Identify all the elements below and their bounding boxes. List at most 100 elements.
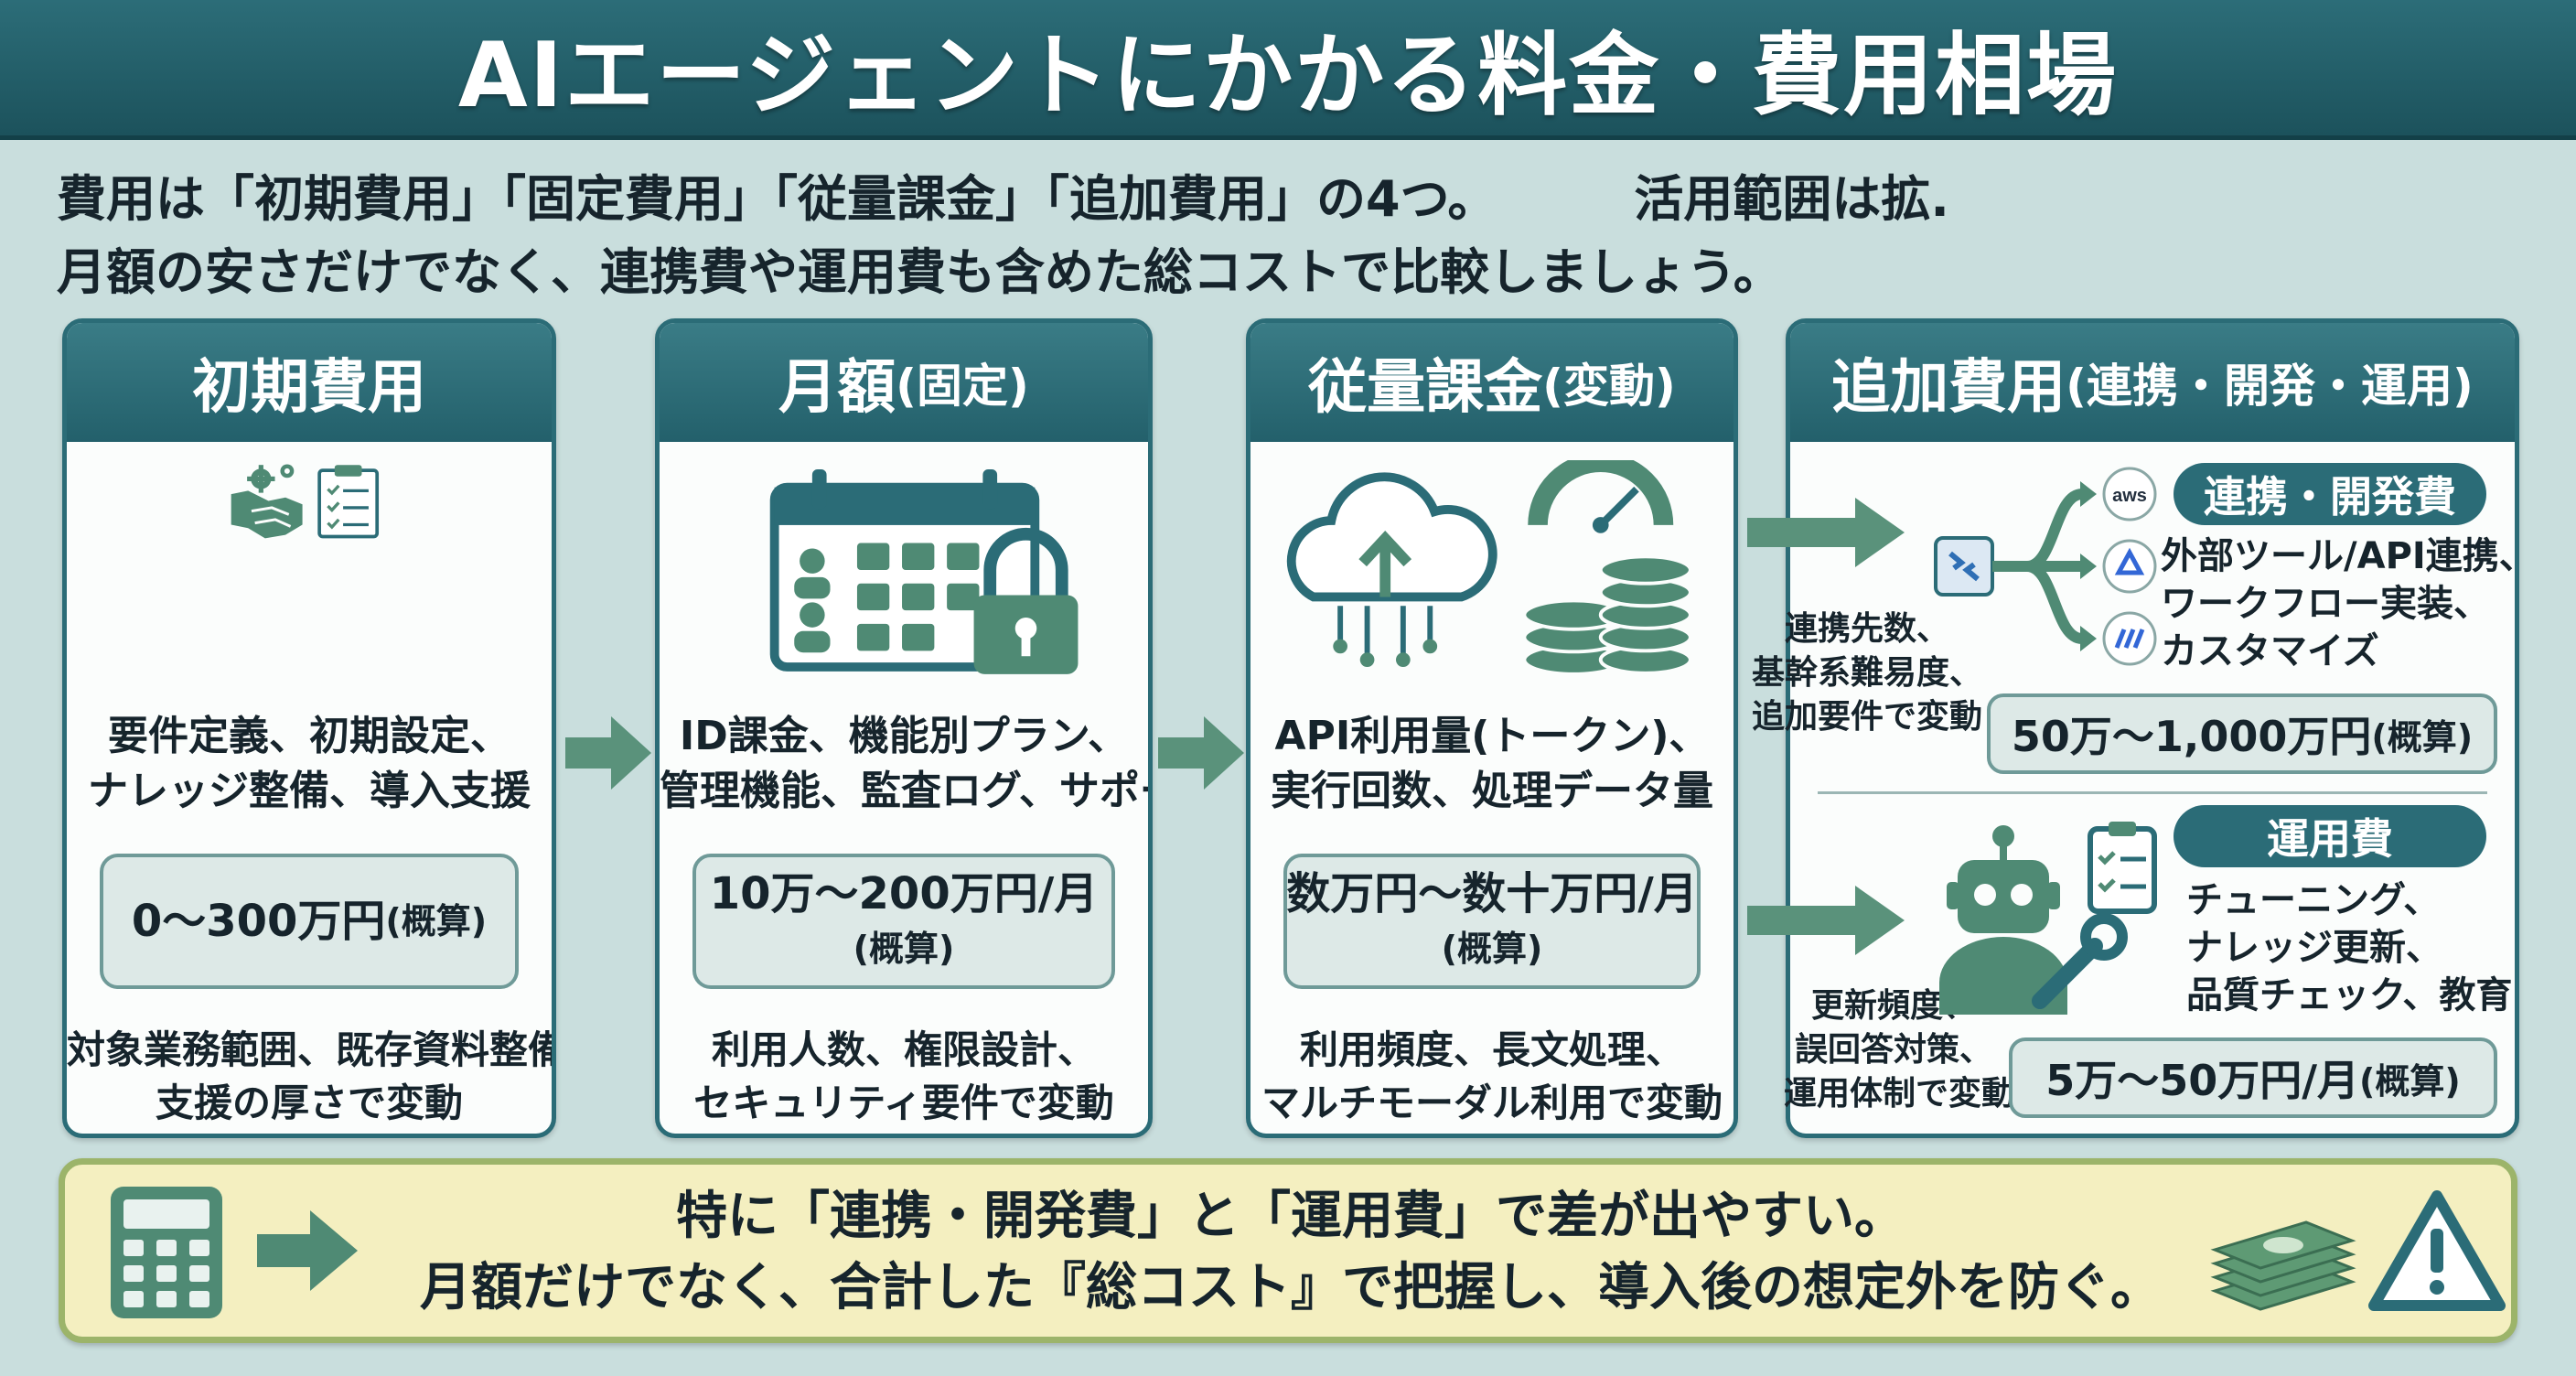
desc-line: ナレッジ更新、	[2186, 927, 2442, 969]
price-value: 5万〜50万円/月	[2045, 1056, 2360, 1105]
intro-line-1-text: 費用は「初期費用」「固定費用」「従量課金」「追加費用」の4つ。	[57, 170, 1497, 228]
summary-line-1: 特に「連携・開発費」と「運用費」で差が出やすい。	[676, 1187, 1905, 1246]
card-note: 対象業務範囲、既存資料整備、 支援の厚さで変動	[67, 1024, 552, 1130]
right-arrow-icon	[1747, 886, 1905, 955]
operation-description: チューニング、 ナレッジ更新、 品質チェック、教育	[2186, 876, 2513, 1019]
price-box: 10万〜200万円/月 (概算)	[692, 854, 1115, 989]
wrench-icon	[2032, 913, 2128, 1009]
card-title: 初期費用	[192, 354, 426, 422]
aws-icon	[2102, 467, 2157, 521]
desc-line: 品質チェック、教育	[2186, 974, 2513, 1016]
integration-description: 外部ツール/API連携、 ワークフロー実装、 カスタマイズ	[2161, 532, 2536, 675]
desc-line: ワークフロー実装、	[2161, 583, 2490, 625]
side-note-line: 追加要件で変動	[1751, 698, 1982, 736]
note-line: セキュリティ要件で変動	[693, 1080, 1114, 1125]
card-header: 従量課金(変動)	[1250, 323, 1733, 442]
desc-line: 外部ツール/API連携、	[2161, 535, 2536, 577]
side-note-line: 誤回答対策、	[1794, 1031, 1992, 1069]
note-line: 支援の厚さで変動	[155, 1080, 463, 1125]
card-title-paren: (連携・開発・運用)	[2066, 360, 2474, 413]
intro-line-1: 費用は「初期費用」「固定費用」「従量課金」「追加費用」の4つ。 活用範囲は拡.	[57, 163, 2527, 236]
side-note-line: 連携先数、	[1784, 610, 1949, 648]
integration-price-box: 50万〜1,000万円(概算)	[1987, 693, 2497, 774]
card-initial-cost: 初期費用 要件定義、初期設定、 ナレッジ整備、導入支援 0〜300万円(概算) …	[62, 318, 556, 1138]
right-arrow-icon	[1158, 716, 1244, 790]
card-header: 初期費用	[67, 323, 552, 442]
card-description: 要件定義、初期設定、 ナレッジ整備、導入支援	[67, 709, 552, 819]
handshake-icon	[231, 490, 303, 539]
webhook-icon	[2102, 539, 2157, 594]
card-title: 従量課金	[1308, 354, 1543, 422]
desc-line: 要件定義、初期設定、	[108, 713, 510, 759]
desc-line: ID課金、機能別プラン、	[679, 713, 1129, 759]
lock-icon	[973, 527, 1079, 674]
integration-side-note: 連携先数、 基幹系難易度、 追加要件で変動	[1744, 607, 1991, 739]
robot-checklist-illustration	[1939, 822, 2157, 1015]
handshake-checklist-illustration	[231, 464, 380, 539]
operation-badge: 運用費	[2174, 805, 2486, 867]
note-line: 対象業務範囲、既存資料整備、	[67, 1027, 556, 1072]
card-note: 利用頻度、長文処理、 マルチモーダル利用で変動	[1250, 1024, 1733, 1130]
summary-text: 特に「連携・開発費」と「運用費」で差が出やすい。 月額だけでなく、合計した『総コ…	[376, 1181, 2206, 1324]
price-value: 10万〜200万円/月	[709, 868, 1099, 919]
note-line: 利用頻度、長文処理、	[1299, 1027, 1684, 1072]
card-header: 追加費用(連携・開発・運用)	[1790, 323, 2515, 442]
summary-box: 特に「連携・開発費」と「運用費」で差が出やすい。 月額だけでなく、合計した『総コ…	[59, 1158, 2517, 1343]
right-arrow-icon	[565, 716, 651, 790]
coin-stack-icon	[1522, 554, 1692, 676]
card-usage-based: 従量課金(変動) API利用量(トークン)、 実行回数、処理データ量 数万円〜数…	[1246, 318, 1738, 1138]
card-title: 追加費用	[1831, 354, 2066, 422]
price-note: (概算)	[385, 901, 488, 941]
calendar-icon	[769, 469, 1040, 672]
price-note: (概算)	[2371, 716, 2474, 758]
card-title-paren: (固定)	[896, 360, 1029, 413]
gear-icon	[247, 464, 295, 493]
note-line: マルチモーダル利用で変動	[1261, 1080, 1723, 1125]
price-box: 0〜300万円(概算)	[100, 854, 519, 989]
side-note-line: 運用体制で変動	[1784, 1075, 2015, 1113]
price-value: 50万〜1,000万円	[2011, 712, 2372, 761]
operation-side-note: 更新頻度、 誤回答対策、 運用体制で変動	[1784, 984, 2015, 1116]
card-header: 月額(固定)	[660, 323, 1148, 442]
intro-line-1-fragment: 活用範囲は拡.	[1634, 170, 1949, 228]
right-arrow-icon	[1747, 498, 1905, 567]
money-stack-icon	[2210, 1220, 2356, 1311]
integration-badge: 連携・開発費	[2174, 463, 2486, 525]
price-value: 数万円〜数十万円/月	[1286, 868, 1698, 919]
desc-line: API利用量(トークン)、	[1274, 713, 1710, 759]
warning-icon	[2368, 1190, 2506, 1311]
intro-line-2: 月額の安さだけでなく、連携費や運用費も含めた総コストで比較しましょう。	[57, 243, 1783, 301]
price-note: (概算)	[2359, 1060, 2461, 1102]
card-note: 利用人数、権限設計、 セキュリティ要件で変動	[660, 1024, 1148, 1130]
price-box: 数万円〜数十万円/月 (概算)	[1283, 854, 1701, 989]
title-bar: AIエージェントにかかる料金・費用相場	[0, 0, 2576, 140]
card-title-paren: (変動)	[1542, 360, 1676, 413]
cloud-coins-illustration	[1286, 460, 1692, 676]
checklist-icon	[2088, 822, 2157, 914]
calculator-icon	[111, 1187, 222, 1318]
note-line: 利用人数、権限設計、	[711, 1027, 1096, 1072]
price-note: (概算)	[1441, 929, 1543, 969]
desc-line: チューニング、	[2186, 879, 2441, 921]
app-icon	[1934, 536, 1994, 597]
calendar-lock-illustration	[769, 469, 1079, 674]
desc-line: 実行回数、処理データ量	[1271, 768, 1713, 814]
intro-text: 費用は「初期費用」「固定費用」「従量課金」「追加費用」の4つ。 活用範囲は拡. 月…	[57, 163, 2527, 309]
desc-line: ナレッジ整備、導入支援	[88, 768, 531, 814]
operation-price-box: 5万〜50万円/月(概算)	[2009, 1037, 2497, 1118]
page-title: AIエージェントにかかる料金・費用相場	[457, 24, 2119, 128]
side-note-line: 基幹系難易度、	[1751, 654, 1982, 692]
cloud-upload-icon	[1286, 472, 1497, 667]
clipboard-icon	[317, 465, 380, 539]
section-divider	[1818, 791, 2487, 794]
right-arrow-icon	[257, 1210, 358, 1291]
card-title: 月額	[778, 354, 896, 422]
aws-icon-label: aws	[2112, 486, 2147, 506]
card-description: ID課金、機能別プラン、 管理機能、監査ログ、サポート	[660, 709, 1148, 819]
card-description: API利用量(トークン)、 実行回数、処理データ量	[1250, 709, 1733, 819]
desc-line: カスタマイズ	[2161, 630, 2379, 672]
gauge-icon	[1528, 460, 1674, 533]
integration-flow-illustration: aws	[1934, 467, 2157, 666]
price-note: (概算)	[853, 929, 955, 969]
price-value: 0〜300万円	[131, 896, 386, 947]
